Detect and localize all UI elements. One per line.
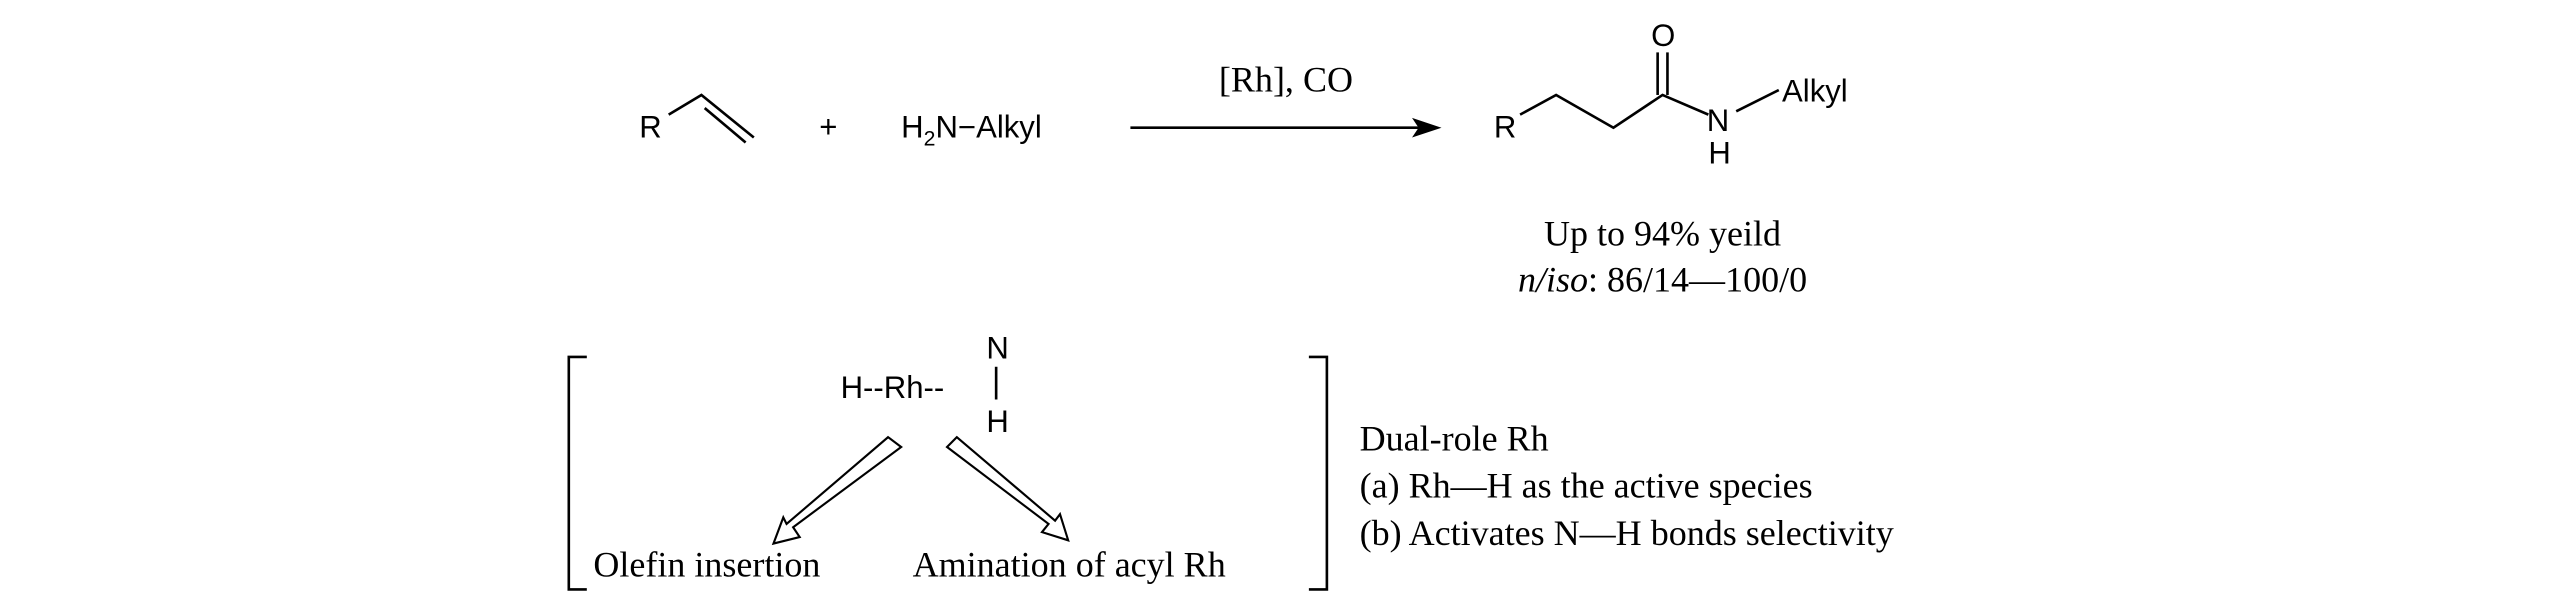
- product-chain-bonds: [1519, 93, 1709, 130]
- plus-sign: +: [819, 110, 837, 145]
- h-rh-label: H--Rh--: [841, 370, 945, 405]
- n-alkyl-bond: [1735, 88, 1780, 113]
- amide-h: H: [1708, 136, 1730, 171]
- mech-h: H: [986, 404, 1008, 439]
- selectivity-value: : 86/14—100/0: [1588, 259, 1807, 299]
- hollow-arrow-right: [945, 435, 1070, 542]
- note-a: (a) Rh—H as the active species: [1360, 466, 1813, 506]
- product-alkyl: Alkyl: [1782, 74, 1848, 109]
- yield-text: Up to 94% yeild: [1544, 214, 1781, 254]
- carbonyl-o: O: [1651, 18, 1675, 53]
- amine-reactant: H2N−Alkyl: [901, 110, 1042, 151]
- reaction-conditions: [Rh], CO: [1219, 60, 1353, 100]
- olefin-bonds: [668, 93, 755, 139]
- amide-product: R O N H Alkyl: [1494, 18, 1848, 171]
- right-bracket: [1308, 355, 1329, 591]
- product-r-label: R: [1494, 110, 1516, 145]
- mech-n: N: [986, 331, 1008, 366]
- r-group-label: R: [639, 110, 661, 145]
- amine-h: H: [901, 110, 923, 145]
- double-bond-line: [703, 107, 747, 144]
- amine-rest: N−Alkyl: [935, 110, 1041, 145]
- olefin-insertion-label: Olefin insertion: [593, 544, 820, 584]
- selectivity-label: n/iso: [1518, 259, 1588, 299]
- olefin-reactant: R: [639, 93, 755, 145]
- dual-role-title: Dual-role Rh: [1360, 418, 1549, 458]
- selectivity-text: n/iso: 86/14—100/0: [1518, 259, 1807, 299]
- left-bracket: [567, 355, 587, 591]
- amination-label: Amination of acyl Rh: [913, 544, 1226, 584]
- reaction-arrow: [1130, 117, 1442, 138]
- hollow-arrow-left: [771, 435, 903, 546]
- amine-subscript: 2: [924, 127, 936, 151]
- note-b: (b) Activates N—H bonds selectivity: [1360, 513, 1894, 553]
- amide-n: N: [1707, 103, 1729, 138]
